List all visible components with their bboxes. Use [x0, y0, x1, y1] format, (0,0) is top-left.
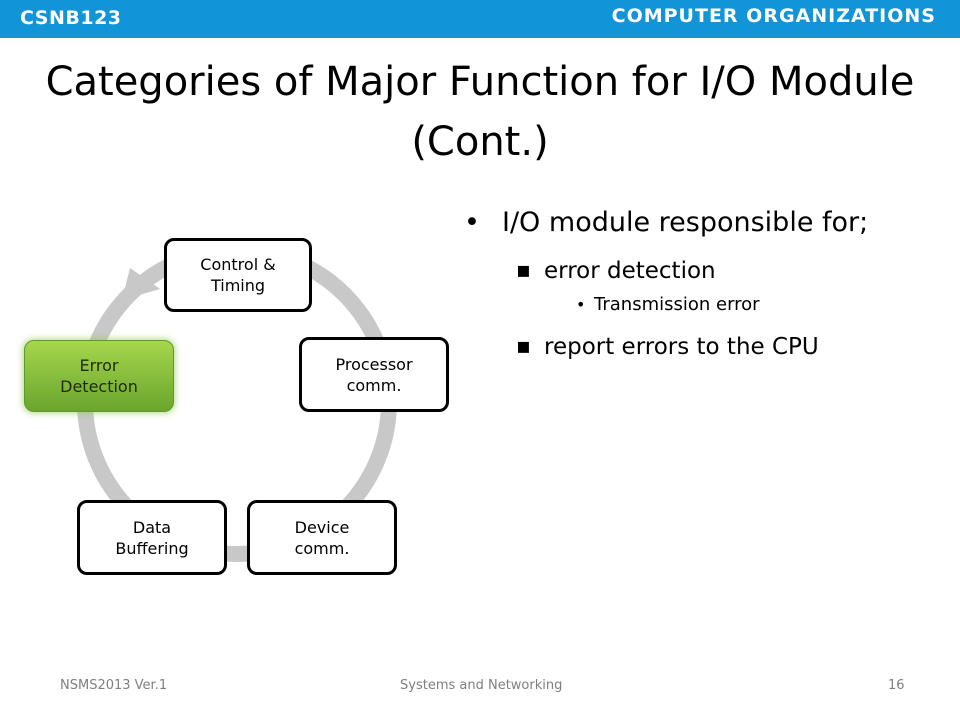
node-data-buffering: Data Buffering [77, 500, 227, 575]
node-processor-comm: Processor comm. [299, 337, 449, 412]
header-bar: CSNB123 COMPUTER ORGANIZATIONS [0, 0, 960, 38]
bullet-list: I/O module responsible for; error detect… [464, 204, 934, 364]
node-error-detection: Error Detection [24, 340, 174, 412]
bullet-error-detection: error detection [516, 254, 934, 288]
bullet-report-errors: report errors to the CPU [516, 330, 934, 364]
course-name: COMPUTER ORGANIZATIONS [611, 5, 936, 27]
node-control-timing: Control & Timing [164, 238, 312, 312]
course-code: CSNB123 [20, 7, 122, 29]
cycle-arrow-head [122, 268, 160, 300]
footer-page-number: 16 [888, 678, 905, 693]
bullet-transmission-error: Transmission error [576, 292, 934, 318]
footer-version: NSMS2013 Ver.1 [60, 678, 168, 693]
bullet-main: I/O module responsible for; [464, 204, 934, 242]
node-device-comm: Device comm. [247, 500, 397, 575]
footer-course-title: Systems and Networking [400, 678, 563, 693]
slide-title: Categories of Major Function for I/O Mod… [45, 59, 915, 165]
